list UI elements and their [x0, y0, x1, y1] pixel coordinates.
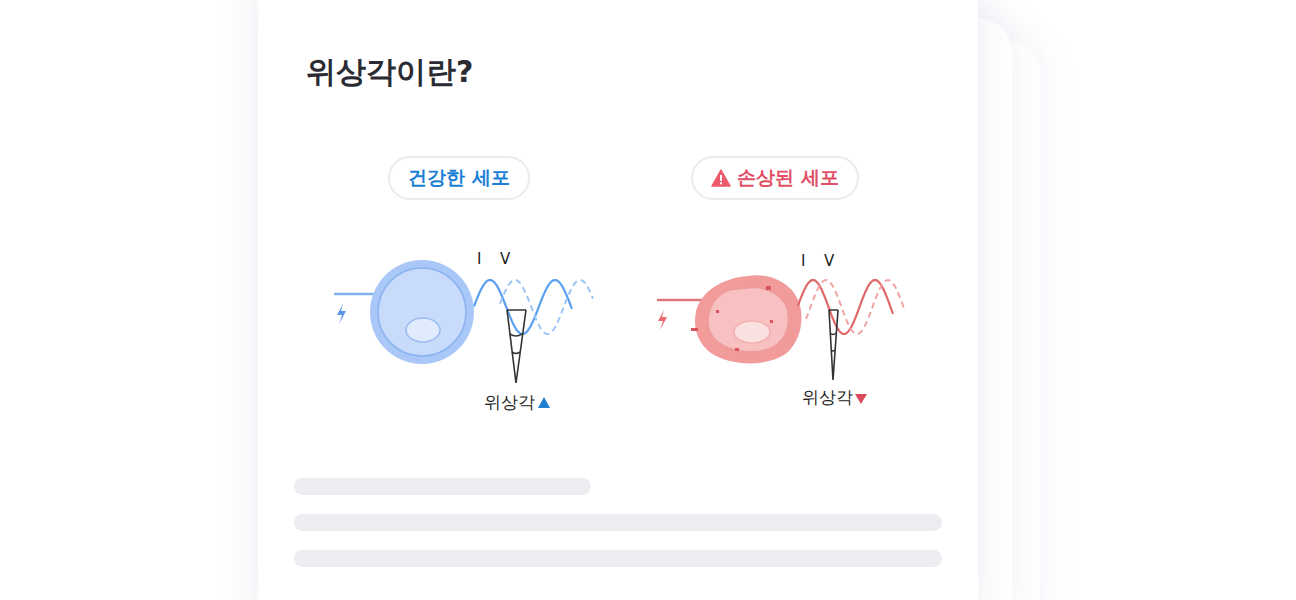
voltage-label: V [824, 252, 834, 270]
badge-pill: 건강한 세포 [388, 156, 530, 200]
debris [691, 286, 773, 351]
skeleton-bar [294, 514, 942, 531]
cell-inner [378, 268, 466, 356]
badge-pill: 손상된 세포 [691, 156, 859, 200]
nucleus [406, 318, 440, 342]
phase-angle-label: 위상각 [802, 386, 853, 409]
phase-wedge [507, 310, 526, 383]
card [258, 0, 978, 600]
bolt-icon [337, 304, 346, 324]
badge-text: 손상된 세포 [737, 165, 839, 191]
current-wave [798, 280, 893, 334]
phase-wedge [829, 310, 838, 380]
healthy-cell [370, 260, 474, 364]
voltage-wave [806, 280, 904, 334]
bolt-icon [658, 310, 667, 330]
skeleton-bar [294, 478, 591, 495]
up-triangle [538, 397, 550, 408]
current-wire [657, 299, 702, 302]
voltage-label: V [500, 250, 510, 268]
title: 위상각이란? [306, 52, 473, 93]
down-triangle [855, 394, 867, 404]
warning-icon [711, 169, 731, 187]
voltage-wave [500, 280, 593, 334]
badge-text: 건강한 세포 [408, 165, 510, 191]
current-label: I [801, 252, 805, 270]
damaged-cell [695, 275, 802, 363]
current-label: I [477, 250, 481, 268]
skeleton-bar [294, 550, 942, 567]
phase-angle-label: 위상각 [484, 391, 535, 414]
nucleus [734, 321, 770, 343]
cell-inner [708, 288, 788, 352]
